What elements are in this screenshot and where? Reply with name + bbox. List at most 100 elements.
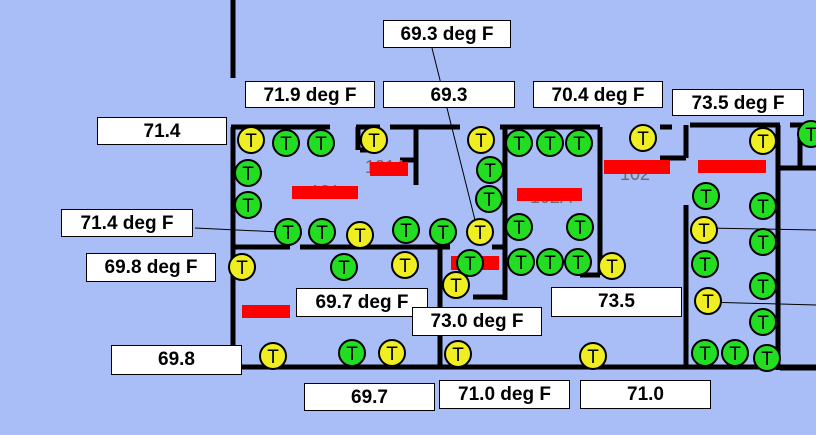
temperature-label: 70.4 deg F [533, 81, 663, 108]
temperature-label: 71.4 deg F [61, 209, 193, 237]
svg-text:T: T [483, 190, 495, 211]
sensor-marker-green[interactable]: T [234, 159, 262, 187]
svg-text:T: T [700, 187, 712, 208]
svg-text:T: T [242, 196, 254, 217]
svg-text:T: T [354, 226, 366, 247]
sensor-marker-yellow[interactable]: T [444, 340, 472, 368]
sensor-marker-green[interactable]: T [691, 339, 719, 367]
sensor-marker-green[interactable]: T [749, 272, 777, 300]
sensor-marker-green[interactable]: T [721, 339, 749, 367]
svg-text:T: T [242, 164, 254, 185]
sensor-marker-yellow[interactable]: T [749, 127, 777, 155]
temperature-label: 69.8 deg F [86, 253, 216, 282]
redaction-bar [517, 188, 582, 201]
svg-text:T: T [544, 253, 556, 274]
temperature-label: 71.9 deg F [245, 81, 375, 108]
sensor-marker-green[interactable]: T [505, 213, 533, 241]
svg-text:T: T [544, 134, 556, 155]
sensor-marker-green[interactable]: T [330, 253, 358, 281]
sensor-marker-green[interactable]: T [272, 129, 300, 157]
svg-text:T: T [515, 253, 527, 274]
svg-text:T: T [315, 134, 327, 155]
temperature-label: 71.4 [97, 117, 227, 145]
sensor-marker-green[interactable]: T [307, 129, 335, 157]
sensor-marker-green[interactable]: T [274, 218, 302, 246]
svg-text:T: T [805, 125, 816, 146]
svg-text:T: T [757, 277, 769, 298]
sensor-marker-yellow[interactable]: T [579, 342, 607, 370]
redaction-bar [604, 160, 670, 174]
sensor-marker-yellow[interactable]: T [391, 251, 419, 279]
redaction-bar [292, 186, 358, 199]
sensor-marker-green[interactable]: T [505, 129, 533, 157]
sensor-marker-yellow[interactable]: T [346, 221, 374, 249]
sensor-marker-yellow[interactable]: T [690, 216, 718, 244]
sensor-marker-green[interactable]: T [749, 192, 777, 220]
svg-text:T: T [484, 161, 496, 182]
sensor-marker-green[interactable]: T [234, 191, 262, 219]
sensor-marker-yellow[interactable]: T [466, 218, 494, 246]
svg-text:T: T [574, 218, 586, 239]
temperature-label: 73.0 deg F [412, 307, 542, 336]
sensor-marker-green[interactable]: T [753, 344, 781, 372]
svg-text:T: T [699, 344, 711, 365]
svg-text:T: T [637, 129, 649, 150]
svg-text:T: T [757, 233, 769, 254]
svg-text:T: T [761, 349, 773, 370]
sensor-marker-green[interactable]: T [566, 213, 594, 241]
svg-text:T: T [437, 223, 449, 244]
sensor-marker-green[interactable]: T [565, 129, 593, 157]
sensor-marker-green[interactable]: T [507, 248, 535, 276]
sensor-marker-green[interactable]: T [536, 129, 564, 157]
sensor-marker-green[interactable]: T [691, 250, 719, 278]
sensor-marker-yellow[interactable]: T [259, 342, 287, 370]
sensor-marker-green[interactable]: T [456, 249, 484, 277]
sensor-marker-yellow[interactable]: T [228, 253, 256, 281]
temperature-label: 71.0 [580, 380, 711, 409]
sensor-marker-green[interactable]: T [749, 308, 777, 336]
sensor-marker-green[interactable]: T [692, 182, 720, 210]
sensor-marker-green[interactable]: T [338, 339, 366, 367]
sensor-marker-yellow[interactable]: T [467, 126, 495, 154]
svg-text:T: T [368, 131, 380, 152]
sensor-marker-green[interactable]: T [749, 228, 777, 256]
sensor-marker-green[interactable]: T [797, 120, 816, 148]
sensor-marker-yellow[interactable]: T [629, 124, 657, 152]
temperature-label: 73.5 deg F [672, 89, 804, 116]
svg-text:T: T [474, 223, 486, 244]
svg-text:T: T [475, 131, 487, 152]
svg-text:T: T [757, 197, 769, 218]
svg-text:T: T [267, 347, 279, 368]
svg-text:T: T [450, 276, 462, 297]
svg-text:T: T [757, 313, 769, 334]
svg-text:T: T [513, 134, 525, 155]
svg-text:T: T [386, 344, 398, 365]
sensor-marker-yellow[interactable]: T [442, 271, 470, 299]
redaction-bar [242, 305, 290, 318]
sensor-marker-green[interactable]: T [308, 218, 336, 246]
redaction-bar [698, 160, 766, 173]
svg-text:T: T [513, 218, 525, 239]
sensor-marker-yellow[interactable]: T [360, 126, 388, 154]
sensor-marker-green[interactable]: T [564, 248, 592, 276]
svg-text:T: T [573, 134, 585, 155]
svg-text:T: T [587, 347, 599, 368]
svg-text:T: T [236, 258, 248, 279]
sensor-marker-green[interactable]: T [536, 248, 564, 276]
sensor-marker-yellow[interactable]: T [378, 339, 406, 367]
svg-text:T: T [729, 344, 741, 365]
svg-text:T: T [245, 131, 257, 152]
sensor-marker-yellow[interactable]: T [237, 126, 265, 154]
sensor-marker-yellow[interactable]: T [598, 252, 626, 280]
sensor-marker-green[interactable]: T [475, 185, 503, 213]
svg-text:T: T [606, 257, 618, 278]
sensor-marker-yellow[interactable]: T [694, 287, 722, 315]
svg-text:T: T [338, 258, 350, 279]
temperature-label: 69.8 [111, 345, 242, 375]
svg-text:T: T [400, 221, 412, 242]
sensor-marker-green[interactable]: T [476, 156, 504, 184]
svg-text:T: T [280, 134, 292, 155]
sensor-marker-green[interactable]: T [392, 216, 420, 244]
sensor-marker-green[interactable]: T [429, 218, 457, 246]
